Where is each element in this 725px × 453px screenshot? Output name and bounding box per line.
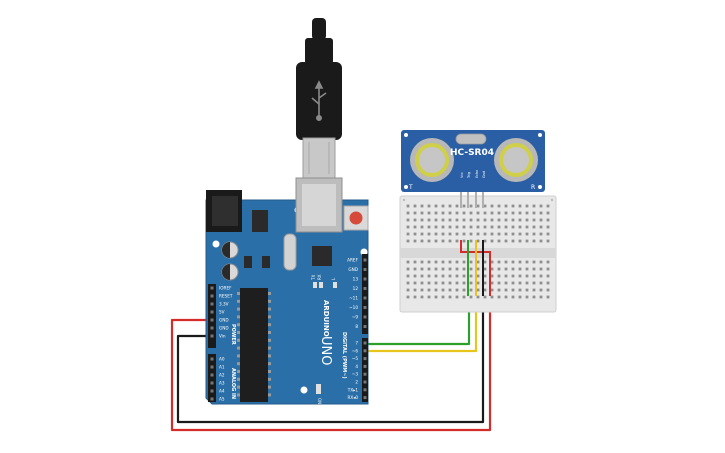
- header-pin: [363, 341, 367, 345]
- transducer-left: [410, 138, 454, 182]
- brand-label: ARDUINO: [322, 300, 330, 337]
- header-pin: [210, 365, 214, 369]
- header-pin: [363, 277, 367, 281]
- pin-label: IOREF: [219, 286, 232, 291]
- pin-label: A5: [219, 397, 225, 402]
- sensor-corner-r: R: [531, 184, 535, 191]
- header-pin: [363, 258, 367, 262]
- usb-symbol-icon: [311, 80, 327, 122]
- header-pin: [210, 357, 214, 361]
- digital-header-label: DIGITAL (PWM~): [341, 332, 347, 379]
- sensor-pin-vcc: Vcc: [460, 172, 464, 178]
- power-header: IOREF RESET 3.3V 5V GND GND Vin POWER: [208, 284, 236, 348]
- usb-cable: [296, 18, 342, 179]
- header-pin: [363, 372, 367, 376]
- model-label: UNO: [318, 336, 333, 365]
- pin-label: GND: [348, 267, 358, 272]
- pin-label: A2: [219, 373, 225, 378]
- transducer-right: [494, 138, 538, 182]
- analog-header-label: ANALOG IN: [230, 368, 236, 399]
- sensor-corner-t: T: [408, 184, 413, 191]
- pin-label: RESET: [219, 294, 233, 299]
- atmega-chip: [237, 288, 271, 402]
- breadboard-jumpers: [460, 240, 491, 296]
- pin-label: ~3: [352, 372, 359, 377]
- header-pin: [363, 388, 367, 392]
- wire-red-5v: [170, 296, 492, 432]
- pin-label: RX◂0: [347, 395, 358, 400]
- pin-label: 13: [353, 277, 359, 282]
- pin-label: 4: [355, 364, 358, 369]
- usb-b-port: [295, 177, 343, 233]
- header-pin: [363, 349, 367, 353]
- pin-label: 5V: [219, 310, 225, 315]
- pin-label: ~11: [349, 296, 358, 301]
- header-pin: [210, 373, 214, 377]
- sensor-name: HC-SR04: [450, 148, 494, 158]
- pin-label: 7: [355, 341, 358, 346]
- power-header-label: POWER: [230, 324, 236, 345]
- header-pin: [210, 294, 214, 298]
- header-pin: [363, 287, 367, 290]
- pin-label: ~6: [352, 348, 359, 353]
- header-pin: [210, 302, 214, 306]
- pin-label: AREF: [347, 258, 358, 263]
- header-pin: [363, 364, 367, 368]
- pin-label: 12: [353, 286, 359, 291]
- pin-label: ~5: [352, 356, 359, 361]
- digital-header: AREF GND 13 12 ~11 ~10 ~9 8 7 ~6 ~5 4 ~3 2TX▸1RX◂0 DI…: [341, 254, 368, 402]
- arduino-logo: ARDUINO UNO: [318, 300, 333, 365]
- led-label-l: L: [331, 277, 336, 280]
- pin-label: 3.3V: [219, 302, 229, 307]
- wires: [170, 296, 492, 432]
- on-led: ON: [316, 384, 322, 404]
- tx-rx-leds: TX RX L: [311, 274, 337, 288]
- reset-button: [343, 205, 369, 231]
- pin-label: ~9: [352, 315, 359, 320]
- breadboard: [399, 195, 557, 313]
- hc-sr04-sensor: HC-SR04 Vcc Trig Echo Gnd T R: [401, 130, 545, 208]
- header-pin: [363, 306, 367, 309]
- dc-power-jack: [206, 190, 242, 232]
- led-label-rx: RX: [317, 274, 322, 280]
- header-pin: [210, 334, 214, 338]
- wire-black-gnd: [176, 296, 485, 424]
- header-pin: [363, 325, 367, 328]
- sensor-pin-gnd: Gnd: [482, 171, 486, 178]
- header-pin: [210, 318, 214, 322]
- header-pin: [363, 315, 367, 319]
- pin-label: Vin: [219, 334, 226, 339]
- wire-yellow-echo: [368, 296, 478, 353]
- pin-label: 8: [355, 324, 358, 329]
- arduino-uno: TX RX L ARDUINO UNO ON IOREF RESET 3.3V 5V G…: [205, 177, 369, 405]
- header-pin: [363, 268, 367, 271]
- capacitors: [221, 241, 239, 281]
- on-label: ON: [317, 398, 322, 404]
- sensor-pin-echo: Echo: [475, 170, 479, 178]
- pin-label: 2: [355, 380, 358, 385]
- pin-label: A3: [219, 381, 225, 386]
- pin-label: A0: [219, 357, 225, 362]
- header-pin: [363, 357, 367, 361]
- sensor-pin-trig: Trig: [467, 172, 471, 179]
- led-label-tx: TX: [311, 275, 316, 281]
- pin-label: A4: [219, 389, 225, 394]
- header-pin: [363, 396, 367, 400]
- header-pin: [210, 286, 214, 290]
- header-pin: [210, 310, 214, 314]
- pin-label: TX▸1: [347, 387, 359, 392]
- header-pin: [363, 380, 367, 384]
- pin-label: A1: [219, 365, 225, 370]
- header-pin: [363, 296, 367, 300]
- pin-label: GND: [219, 326, 229, 331]
- pin-label: GND: [219, 318, 229, 323]
- header-pin: [210, 326, 214, 330]
- header-pin: [210, 389, 214, 393]
- pin-label: ~10: [349, 305, 358, 310]
- header-pin: [210, 397, 214, 401]
- header-pin: [210, 381, 214, 385]
